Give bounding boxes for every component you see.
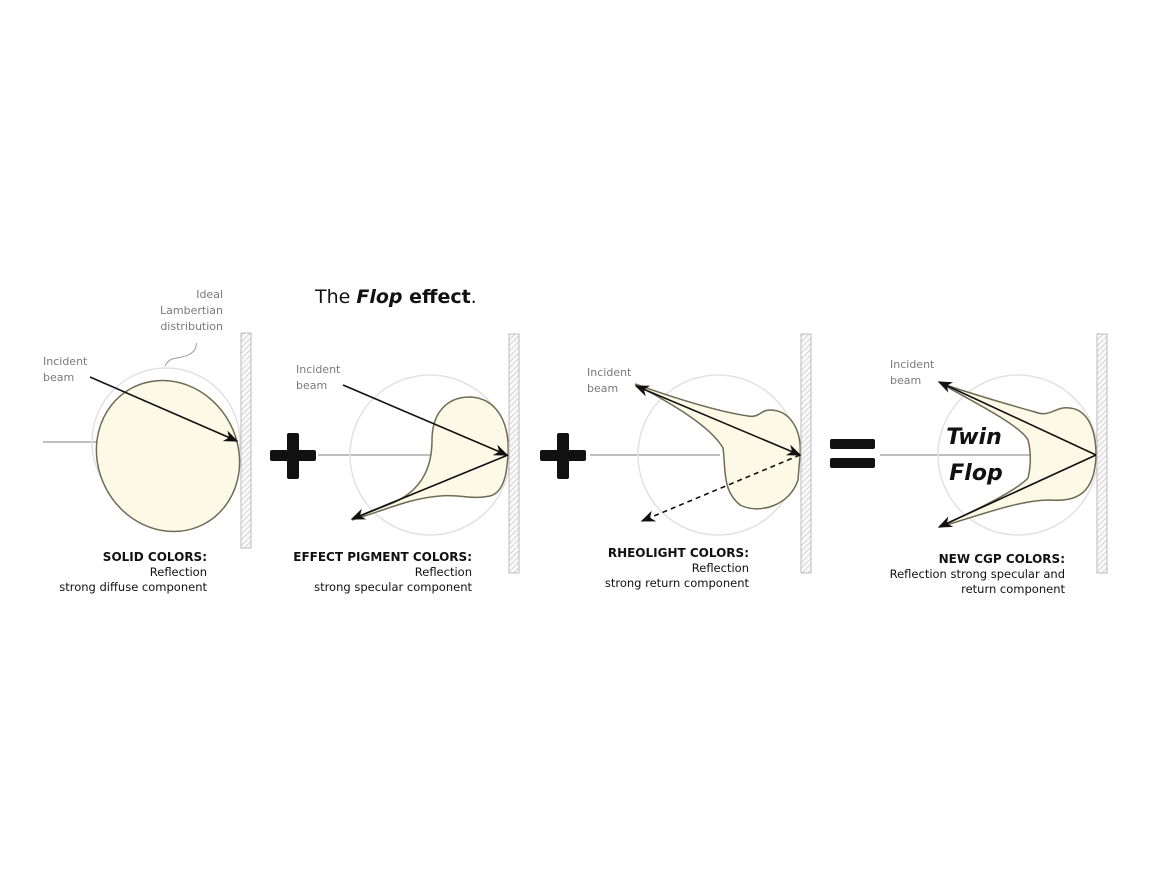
incident-beam-arrow xyxy=(89,376,239,442)
specular-reflection-arrow xyxy=(937,454,1097,528)
diagram-title: The Flop effect. xyxy=(314,286,477,308)
panel-caption: strong diffuse component xyxy=(59,580,207,594)
svg-text:distribution: distribution xyxy=(160,320,223,333)
panel-caption: Reflection xyxy=(150,565,207,579)
plus-operator xyxy=(270,433,316,479)
panel-caption: strong specular component xyxy=(314,580,472,594)
twin-flop-lobe xyxy=(939,382,1097,528)
incident-beam-arrow xyxy=(342,384,509,456)
twin-flop-label: Twin xyxy=(946,425,1002,450)
panel-rheolight-colors: Incident beam RHEOLIGHT COLORS: Reflecti… xyxy=(587,333,812,590)
incident-label: beam xyxy=(43,371,74,384)
return-reflection-arrow xyxy=(634,385,802,456)
return-reflection-arrow xyxy=(937,381,1097,456)
surface-wall xyxy=(1096,333,1108,574)
equals-operator xyxy=(830,439,875,468)
svg-text:Ideal: Ideal xyxy=(196,288,223,301)
surface-wall xyxy=(240,332,252,549)
lambertian-annotation: Ideal Lambertian distribution xyxy=(160,288,223,367)
incident-label: Incident xyxy=(296,363,341,376)
dashed-specular-arrow xyxy=(640,454,801,522)
panel-heading: SOLID COLORS: xyxy=(103,550,207,564)
panel-effect-pigment-colors: Incident beam EFFECT PIGMENT COLORS: Ref… xyxy=(293,333,520,594)
incident-label: Incident xyxy=(587,366,632,379)
diffuse-reflection-lobe xyxy=(95,379,241,533)
panel-caption: Reflection strong specular and xyxy=(890,567,1065,581)
surface-wall xyxy=(800,333,812,574)
panel-caption: Reflection xyxy=(415,565,472,579)
annotation-leader xyxy=(164,342,198,367)
svg-text:Lambertian: Lambertian xyxy=(160,304,223,317)
incident-label: Incident xyxy=(43,355,88,368)
incident-label: Incident xyxy=(890,358,935,371)
panel-new-cgp-colors: Twin Flop Incident beam NEW CGP COLORS: … xyxy=(880,333,1108,596)
panel-heading: RHEOLIGHT COLORS: xyxy=(608,546,749,560)
return-reflection-lobe xyxy=(634,383,801,510)
panel-heading: NEW CGP COLORS: xyxy=(939,552,1065,566)
incident-label: beam xyxy=(296,379,327,392)
specular-reflection-arrow xyxy=(350,454,509,520)
panel-caption: return component xyxy=(961,582,1065,596)
surface-wall xyxy=(508,333,520,574)
specular-reflection-lobe xyxy=(351,396,509,521)
panel-solid-colors: Incident beam SOLID COLORS: Reflection s… xyxy=(43,332,252,594)
plus-operator xyxy=(540,433,586,479)
incident-label: beam xyxy=(587,382,618,395)
twin-flop-label: Flop xyxy=(949,461,1002,486)
panel-caption: strong return component xyxy=(605,576,750,590)
incident-label: beam xyxy=(890,374,921,387)
panel-heading: EFFECT PIGMENT COLORS: xyxy=(293,550,472,564)
panel-caption: Reflection xyxy=(692,561,749,575)
